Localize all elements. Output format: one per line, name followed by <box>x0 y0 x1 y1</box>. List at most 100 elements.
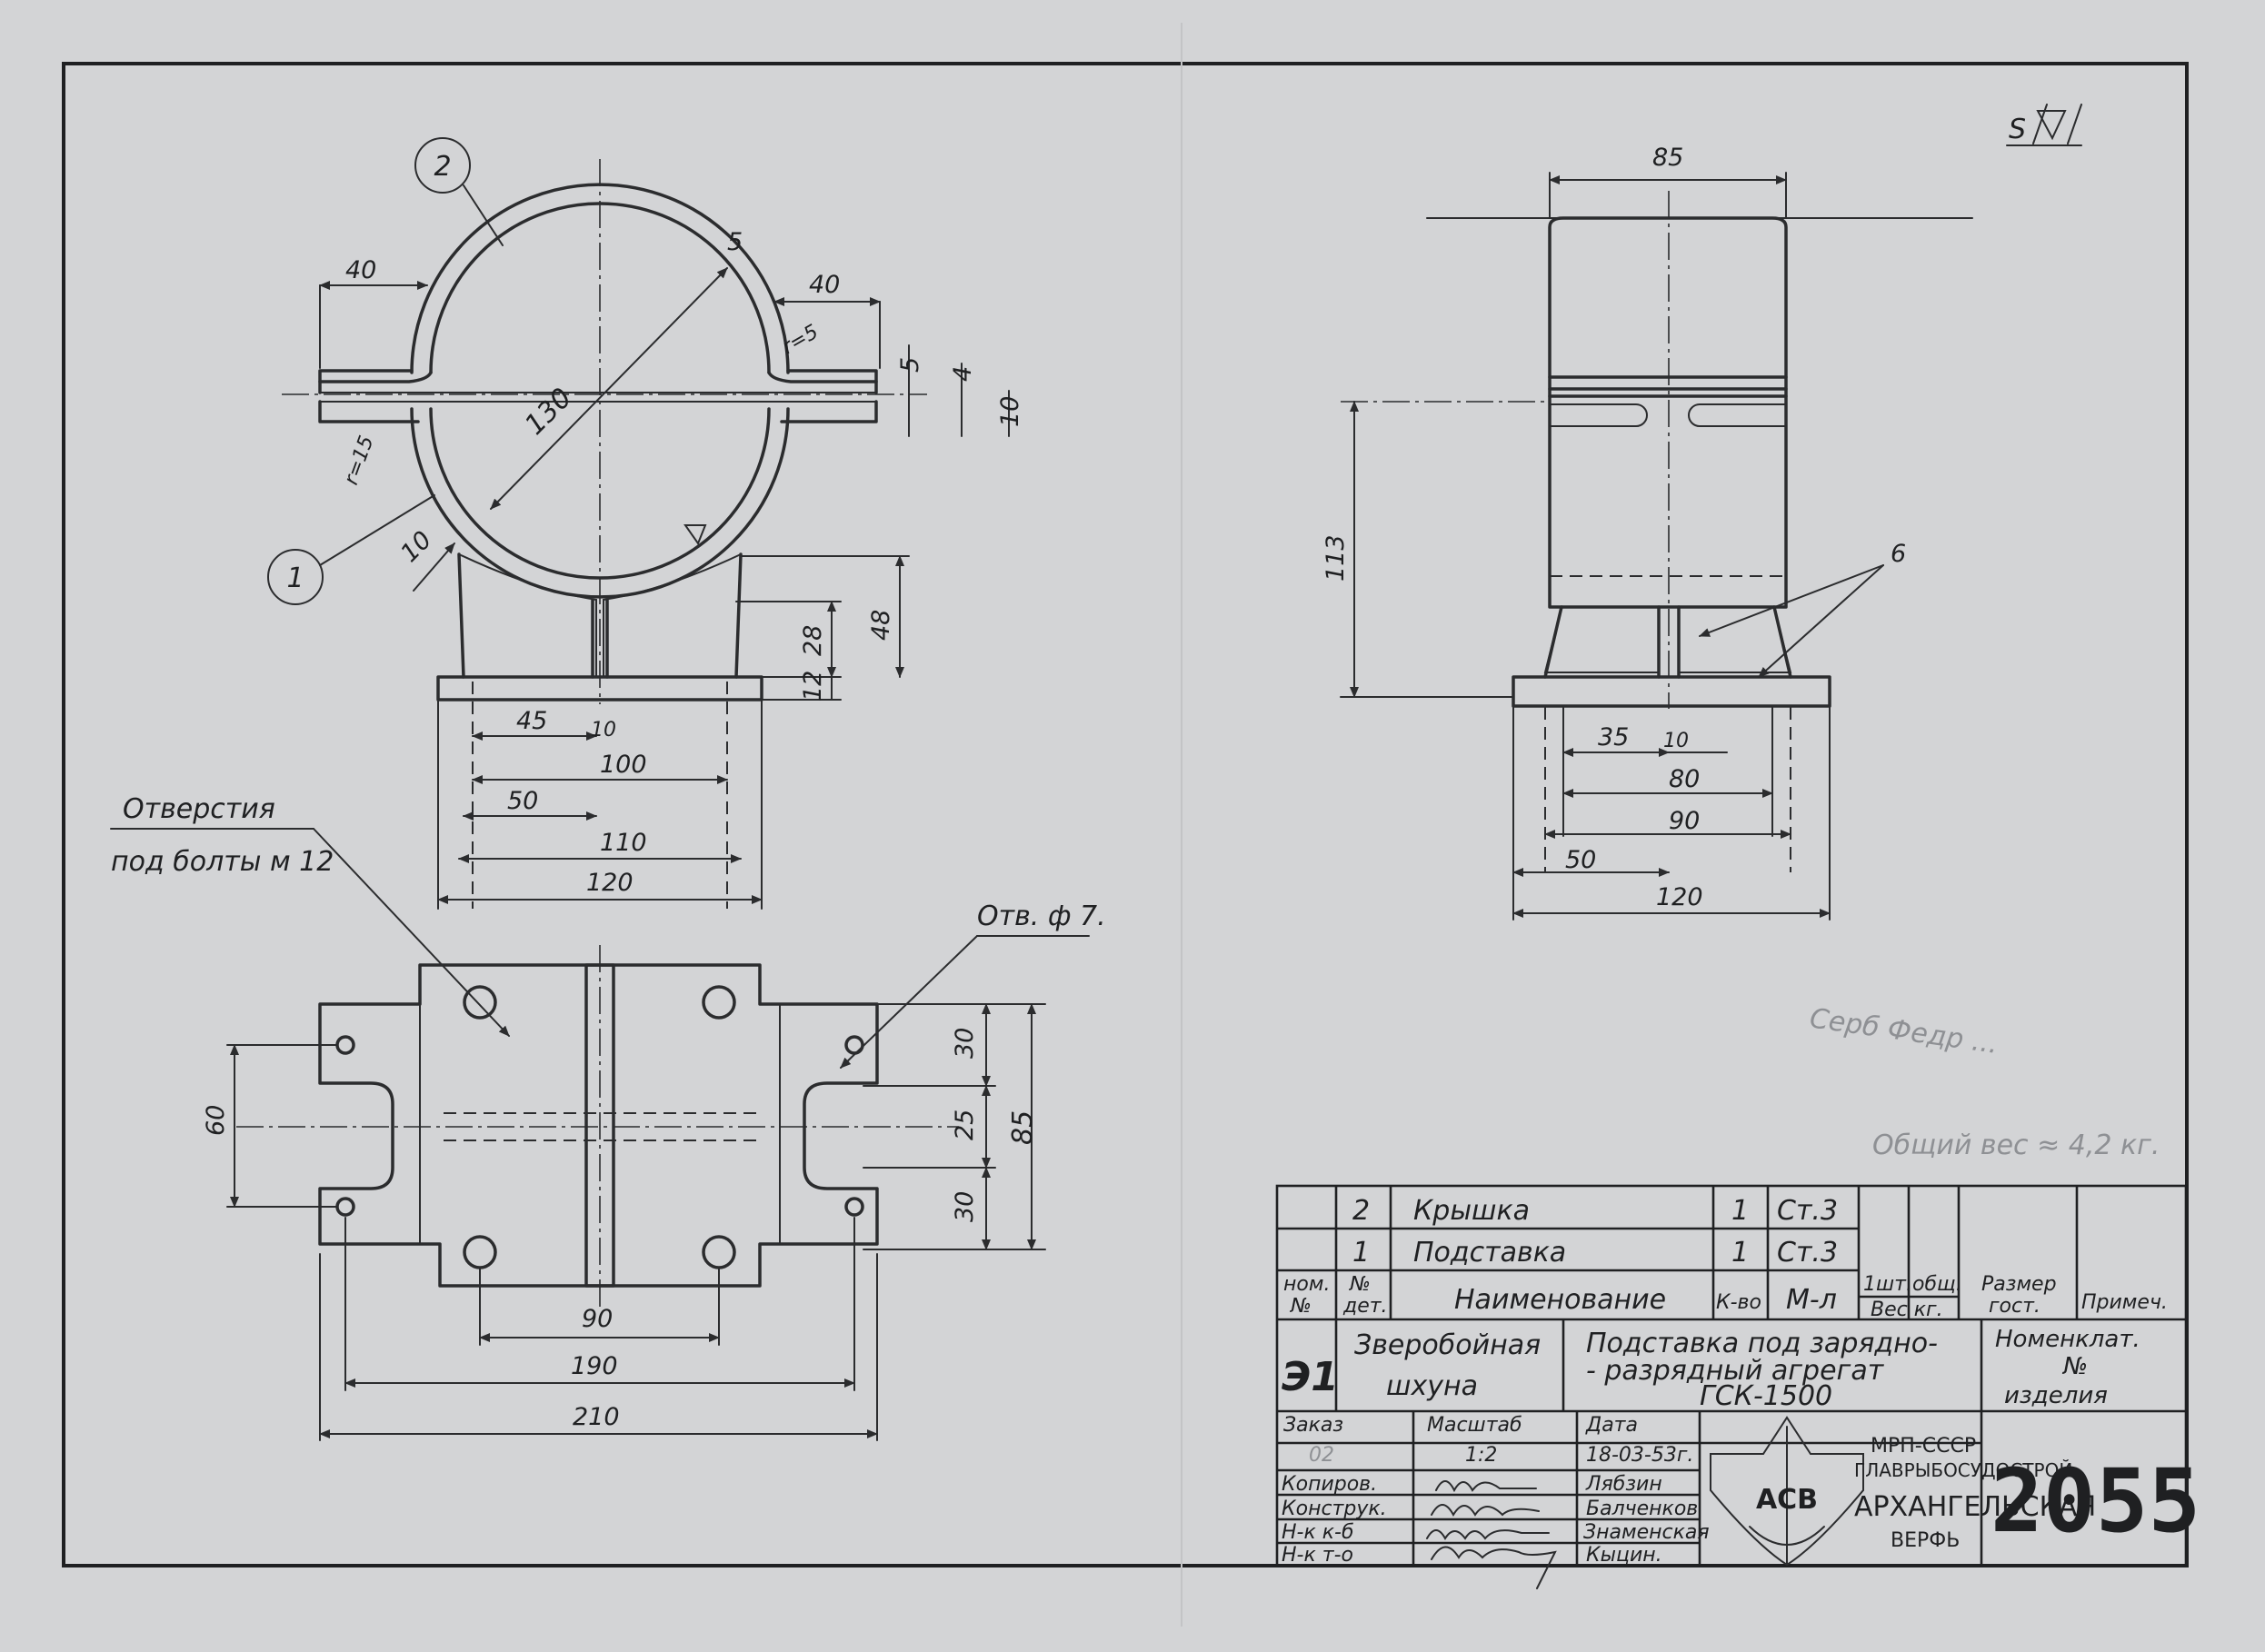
callout-1-label: 1 <box>286 562 304 594</box>
small-hole <box>335 1197 355 1217</box>
order-label: Заказ <box>1283 1414 1343 1437</box>
dim-side-80: 80 <box>1669 765 1700 793</box>
bolt-hole <box>702 1235 736 1269</box>
shipyard-logo: АСВ <box>1710 1416 1864 1567</box>
order-value: 02 <box>1309 1444 1334 1467</box>
drawing-frame <box>62 62 2189 1567</box>
dim-side-50: 50 <box>1565 846 1596 874</box>
project-code: Э1 <box>1282 1354 1339 1400</box>
dim-thick-5: 5 <box>896 357 924 373</box>
callout-part-1 <box>267 549 324 605</box>
dim-width-10: 10 <box>591 719 616 741</box>
callout-part-2 <box>414 137 471 194</box>
hdr-weight: Вес кг. <box>1871 1299 1943 1321</box>
org-line2: ГЛАВРЫБОСУДОСТРОЙ <box>1854 1459 2072 1481</box>
side-view: 85 113 6 35 10 80 90 5 <box>1322 144 1973 921</box>
dim-height-48: 48 <box>867 610 895 641</box>
note-hole-dia-7: Отв. ф 7. <box>977 901 1106 932</box>
signature <box>1431 1546 1557 1589</box>
nomenclature-line1: Номенклат. <box>1995 1326 2140 1353</box>
part-row-2-material: Ст.3 <box>1777 1237 1838 1269</box>
hdr-name: Наименование <box>1454 1284 1666 1316</box>
dim-plan-30-bottom: 30 <box>951 1191 979 1222</box>
note-holes-line1: Отверстия <box>123 793 275 825</box>
role-head-kb: Н-к к-б <box>1282 1521 1354 1544</box>
part-row-1-num: 2 <box>1352 1195 1370 1227</box>
signature <box>1435 1480 1537 1493</box>
bolt-hole <box>463 1235 497 1269</box>
dim-left-flange: 40 <box>345 256 376 284</box>
hdr-weight-one: 1шт. <box>1863 1273 1912 1296</box>
title-block: 2 Крышка 1 Ст.3 1 Подставка 1 Ст.3 ном. … <box>1275 1184 2200 1589</box>
dim-plan-85: 85 <box>1007 1110 1039 1145</box>
dim-plan-90: 90 <box>582 1305 613 1333</box>
dim-wall-10: 10 <box>395 526 437 568</box>
scale-label: Масштаб <box>1427 1414 1522 1437</box>
callout-2-label: 2 <box>434 151 451 183</box>
scale-value: 1:2 <box>1465 1444 1497 1467</box>
base-plate-outline <box>318 963 879 1288</box>
name-designer: Балченков <box>1586 1498 1698 1520</box>
dim-plan-25: 25 <box>951 1110 979 1140</box>
weld-note-6: 6 <box>1891 540 1906 568</box>
pencil-note: Серб Федр ... <box>1808 1002 2001 1060</box>
title-line2: - разрядный агрегат <box>1586 1355 1885 1387</box>
hdr-size-2: гост. <box>1989 1295 2040 1318</box>
part-row-2-qty: 1 <box>1731 1237 1749 1269</box>
dim-width-100: 100 <box>600 751 647 779</box>
logo-letters: АСВ <box>1756 1484 1818 1516</box>
dim-plan-210: 210 <box>573 1403 620 1431</box>
bolt-hole <box>702 985 736 1020</box>
note-holes-line2: под болты м 12 <box>111 846 334 878</box>
dim-side-height-113: 113 <box>1322 534 1350 582</box>
nomenclature-line2: № <box>2061 1353 2088 1380</box>
surface-finish-symbol: S <box>2009 114 2026 145</box>
part-row-2-num: 1 <box>1352 1237 1370 1269</box>
drawing-number: 2055 <box>1991 1450 2200 1552</box>
dim-plan-190: 190 <box>571 1352 618 1380</box>
dim-height-28: 28 <box>799 625 827 656</box>
dim-diameter-130: 130 <box>519 382 578 441</box>
hdr-qty: К-во <box>1716 1291 1761 1314</box>
hdr-nom: ном. <box>1283 1273 1330 1296</box>
name-copier: Лябзин <box>1585 1473 1662 1496</box>
org-line1: МРП-СССР <box>1871 1435 1976 1458</box>
front-view: 2 1 40 40 5 r=5 r=15 5 4 10 130 10 48 28 <box>267 137 1024 910</box>
org-line4: ВЕРФЬ <box>1891 1529 1960 1552</box>
name-head-to: Кыцин. <box>1586 1544 1662 1567</box>
nomenclature-line3: изделия <box>2004 1382 2108 1409</box>
plan-view: Отверстия под болты м 12 Отв. ф 7. 60 30… <box>110 793 1106 1441</box>
hdr-weight-total: общ. <box>1912 1273 1962 1296</box>
dim-r15: r=15 <box>340 433 378 488</box>
dim-side-35: 35 <box>1598 723 1629 751</box>
dim-thick-4: 4 <box>949 366 977 382</box>
part-row-1-name: Крышка <box>1413 1195 1530 1227</box>
surface-finish-mark: S <box>2006 104 2082 146</box>
dim-thick-10: 10 <box>996 396 1024 427</box>
hdr-size: Размер <box>1981 1273 2057 1296</box>
dim-width-120: 120 <box>586 869 634 897</box>
dim-width-50: 50 <box>507 787 538 815</box>
signature <box>1431 1504 1540 1518</box>
name-head-kb: Знаменская <box>1583 1521 1710 1544</box>
dim-radius-5: 5 <box>727 228 743 256</box>
dim-width-110: 110 <box>600 829 647 857</box>
role-designer: Конструк. <box>1282 1498 1387 1520</box>
part-row-1-qty: 1 <box>1731 1195 1749 1227</box>
dim-side-90: 90 <box>1669 807 1700 835</box>
dim-r5: r=5 <box>779 321 823 359</box>
role-copier: Копиров. <box>1282 1473 1377 1496</box>
dim-side-10: 10 <box>1663 730 1689 752</box>
signature <box>1426 1529 1550 1540</box>
dim-side-top-85: 85 <box>1652 144 1683 172</box>
dim-right-flange: 40 <box>809 271 840 299</box>
hdr-remark: Примеч. <box>2081 1291 2168 1314</box>
dim-plan-30-top: 30 <box>951 1028 979 1059</box>
bolt-hole <box>463 985 497 1020</box>
small-hole <box>844 1035 864 1055</box>
hdr-det: № <box>1349 1273 1371 1296</box>
small-hole <box>335 1035 355 1055</box>
title-line1: Подставка под зарядно- <box>1586 1328 1938 1359</box>
